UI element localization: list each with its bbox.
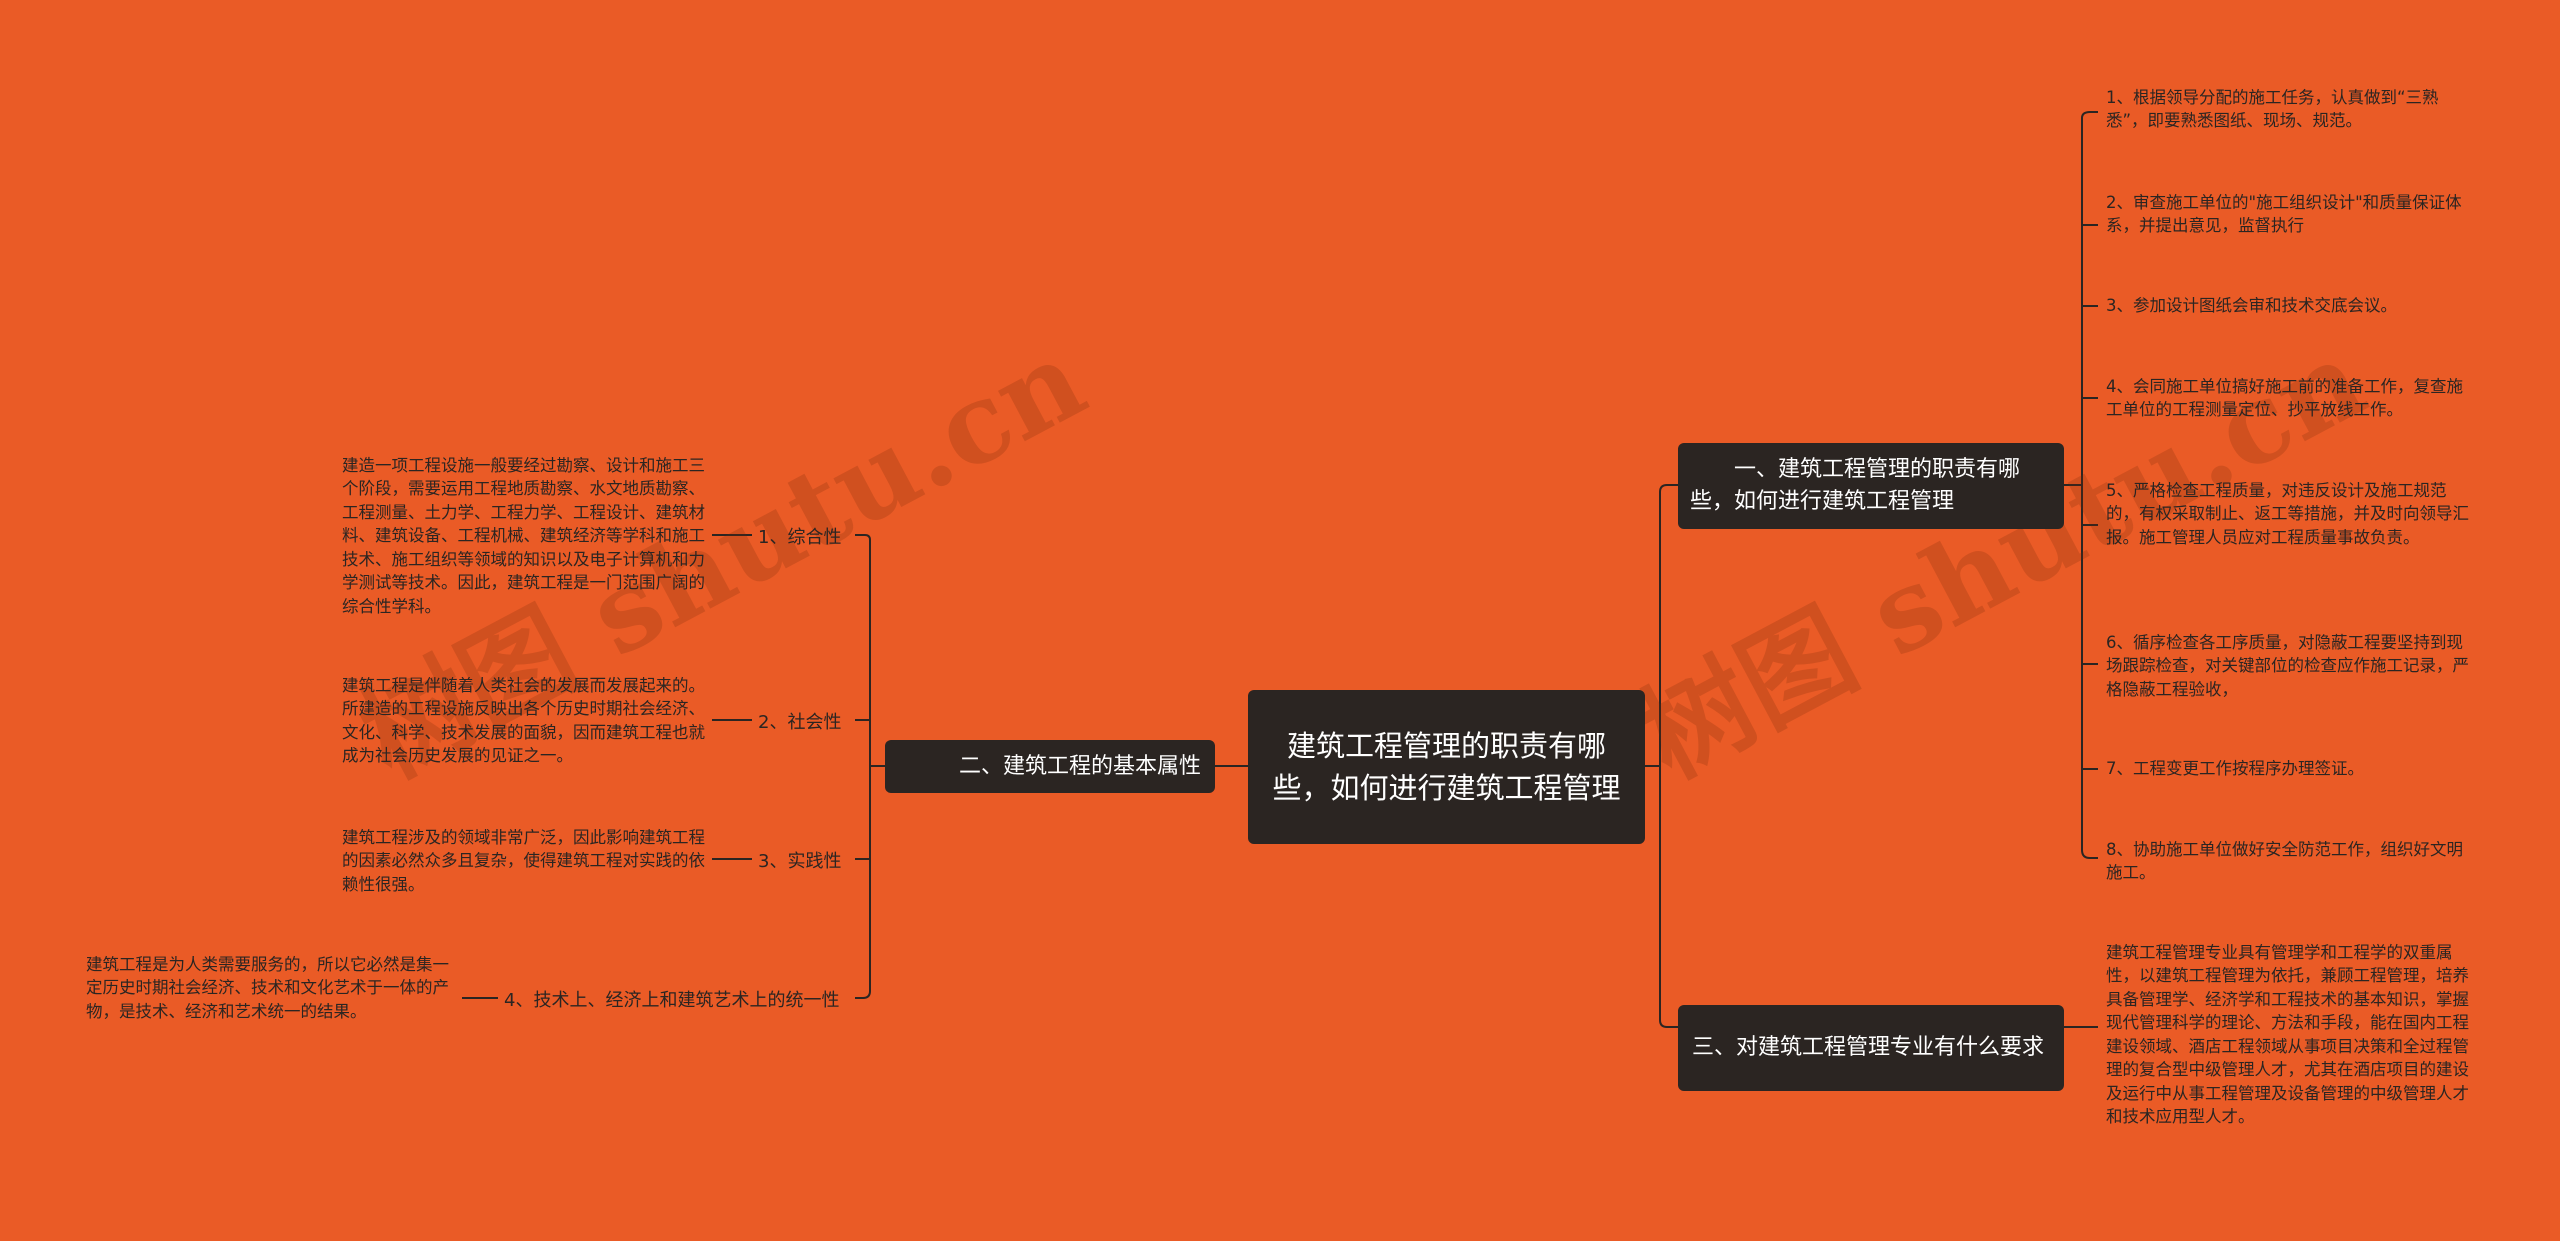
branch-major-requirements-label: 三、对建筑工程管理专业有什么要求 [1692, 1035, 2045, 1061]
branch-basic-attributes-label: 二、建筑工程的基本属性 [958, 753, 1201, 779]
connector-right1-items [2064, 111, 2098, 859]
root-title: 建筑工程管理的职责有哪些，如何进行建筑工程管理 [1272, 728, 1621, 805]
duty-item-4: 4、会同施工单位搞好施工前的准备工作，复查施工单位的工程测量定位、抄平放线工作。 [2106, 377, 2463, 420]
item-practical[interactable]: 3、实践性 [758, 851, 842, 872]
connector-root-right [1645, 484, 1678, 1028]
note-unity: 建筑工程是为人类需要服务的，所以它必然是集一定历史时期社会经济、技术和文化艺术于… [86, 955, 449, 1021]
duty-item-1: 1、根据领导分配的施工任务，认真做到“三熟悉”，即要熟悉图纸、现场、规范。 [2106, 88, 2439, 131]
note-social: 建筑工程是伴随着人类社会的发展而发展起来的。所建造的工程设施反映出各个历史时期社… [342, 676, 705, 766]
branch-responsibilities-label: 一、建筑工程管理的职责有哪些，如何进行建筑工程管理 [1690, 457, 2021, 514]
root-node[interactable]: 建筑工程管理的职责有哪些，如何进行建筑工程管理 [1248, 690, 1645, 844]
branch-basic-attributes[interactable]: 二、建筑工程的基本属性 [885, 740, 1215, 793]
item-unity[interactable]: 4、技术上、经济上和建筑艺术上的统一性 [504, 990, 840, 1011]
item-social[interactable]: 2、社会性 [758, 712, 842, 733]
branch-major-requirements[interactable]: 三、对建筑工程管理专业有什么要求 [1678, 1005, 2064, 1091]
connector-left-items [855, 534, 885, 999]
duty-item-2: 2、审查施工单位的"施工组织设计"和质量保证体系，并提出意见，监督执行 [2106, 193, 2462, 236]
duty-item-7: 7、工程变更工作按程序办理签证。 [2106, 759, 2364, 778]
note-practical: 建筑工程涉及的领域非常广泛，因此影响建筑工程的因素必然众多且复杂，使得建筑工程对… [342, 828, 705, 894]
duty-item-6: 6、循序检查各工序质量，对隐蔽工程要坚持到现场跟踪检查，对关键部位的检查应作施工… [2106, 633, 2469, 699]
connector-left-notes [462, 534, 752, 999]
note-major-requirements: 建筑工程管理专业具有管理学和工程学的双重属性，以建筑工程管理为依托，兼顾工程管理… [2106, 943, 2469, 1126]
duty-item-5: 5、严格检查工程质量，对违反设计及施工规范的，有权采取制止、返工等措施，并及时向… [2106, 481, 2469, 547]
item-comprehensive[interactable]: 1、综合性 [758, 527, 842, 548]
duty-item-3: 3、参加设计图纸会审和技术交底会议。 [2106, 296, 2397, 315]
note-comprehensive: 建造一项工程设施一般要经过勘察、设计和施工三个阶段，需要运用工程地质勘察、水文地… [342, 456, 705, 616]
duty-item-8: 8、协助施工单位做好安全防范工作，组织好文明施工。 [2106, 840, 2463, 883]
branch-responsibilities[interactable]: 一、建筑工程管理的职责有哪些，如何进行建筑工程管理 [1678, 443, 2064, 529]
